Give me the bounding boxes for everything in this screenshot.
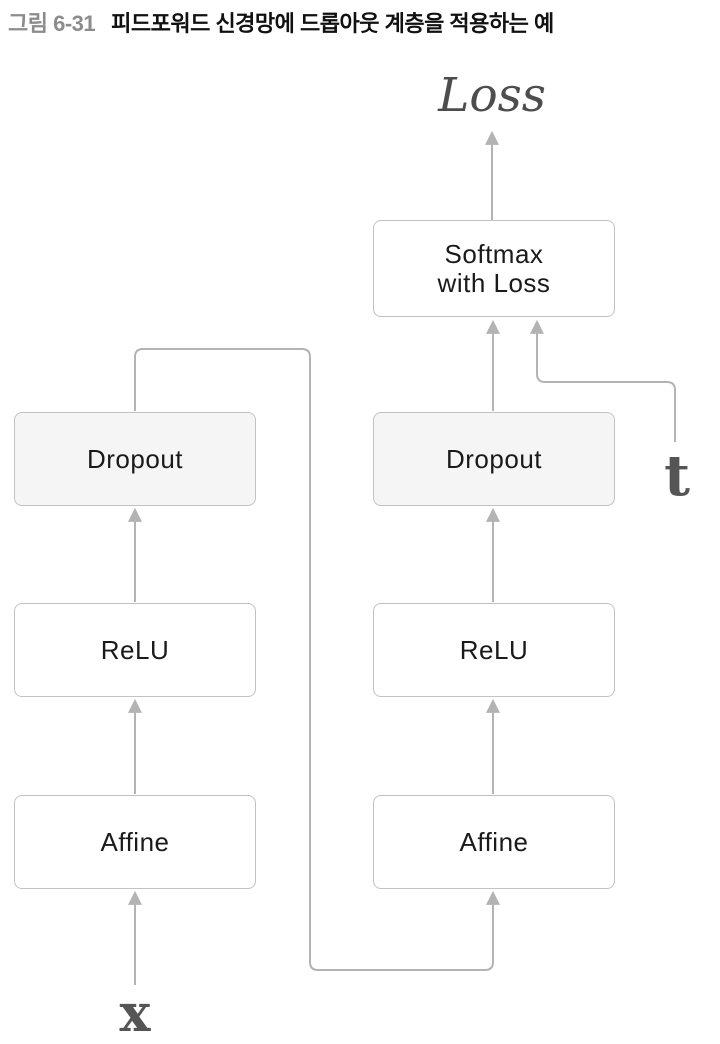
node-dropout-left-label: Dropout xyxy=(87,443,183,474)
node-dropout-right-label: Dropout xyxy=(446,443,542,474)
node-affine-right: Affine xyxy=(373,795,615,889)
loss-output-label: Loss xyxy=(438,68,546,123)
node-relu-left: ReLU xyxy=(14,603,256,697)
figure-number-label: 그림 6-31 xyxy=(8,11,96,36)
target-t-label: t xyxy=(664,443,690,509)
node-softmax-with-loss: Softmax with Loss xyxy=(373,220,615,317)
node-dropout-left: Dropout xyxy=(14,412,256,506)
node-relu-right-label: ReLU xyxy=(459,634,529,665)
node-affine-left-label: Affine xyxy=(100,826,170,857)
figure-title: 그림 6-31 피드포워드 신경망에 드롭아웃 계층을 적용하는 예 xyxy=(8,6,712,38)
figure-caption: 피드포워드 신경망에 드롭아웃 계층을 적용하는 예 xyxy=(111,11,554,36)
node-relu-left-label: ReLU xyxy=(100,634,170,665)
node-relu-right: ReLU xyxy=(373,603,615,697)
node-affine-right-label: Affine xyxy=(459,826,529,857)
node-affine-left: Affine xyxy=(14,795,256,889)
node-dropout-right: Dropout xyxy=(373,412,615,506)
input-x-label: x xyxy=(119,983,151,1044)
node-softmax-with-loss-label: Softmax with Loss xyxy=(437,238,551,298)
